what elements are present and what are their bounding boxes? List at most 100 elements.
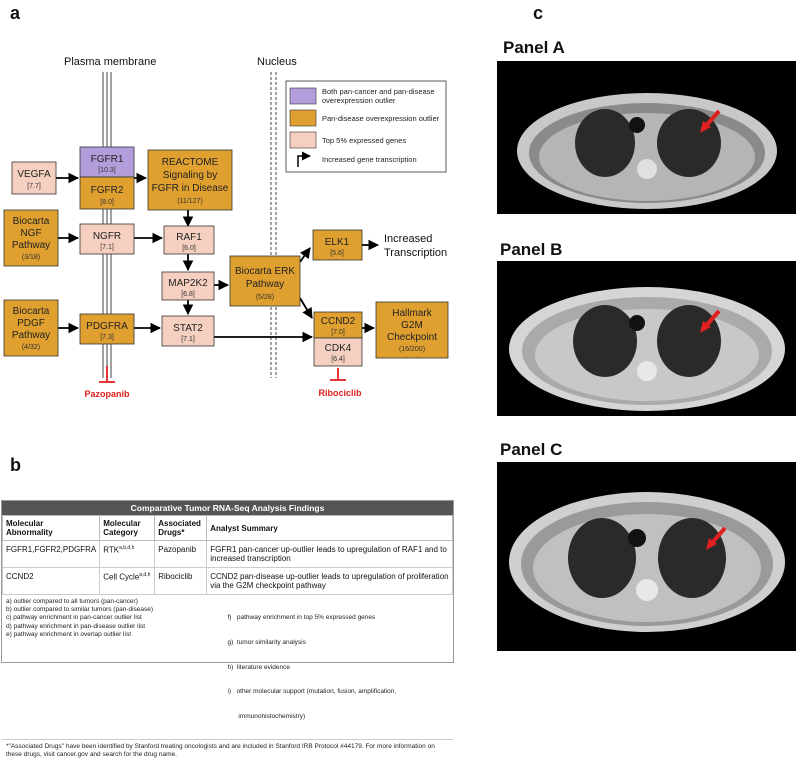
footnote-c: c) pathway enrichment in pan-cancer outl… xyxy=(6,614,142,622)
node-cdk4 xyxy=(313,337,363,367)
fgfr1-label: FGFR1 xyxy=(91,154,124,165)
legend-both-line1: Both pan-cancer and pan-disease xyxy=(322,87,435,96)
pdgf-line1: Biocarta xyxy=(13,306,50,317)
legend-top5: Top 5% expressed genes xyxy=(322,136,406,145)
plasma-membrane-label: Plasma membrane xyxy=(64,56,156,68)
associated-drugs-note: *"Associated Drugs" have been identified… xyxy=(2,739,453,762)
erk-line2: Pathway xyxy=(246,279,284,290)
hallmark-value: (16/200) xyxy=(399,346,425,353)
fgfr1-value: [10.3] xyxy=(98,167,116,174)
pazopanib-inhibitor-icon xyxy=(99,366,115,383)
footnote-g: g) tumor similarity analysis xyxy=(227,639,306,647)
ct-image-c xyxy=(497,462,796,651)
ngf-line2: NGF xyxy=(20,228,41,239)
pdgf-line2: PDGF xyxy=(17,318,45,329)
reactome-line3: FGFR in Disease xyxy=(152,183,229,194)
reactome-line2: Signaling by xyxy=(163,170,217,181)
reactome-value: (11/127) xyxy=(177,198,203,205)
ct-image-a xyxy=(497,61,796,214)
ccnd2-label: CCND2 xyxy=(321,316,356,327)
elk1-label: ELK1 xyxy=(325,237,350,248)
row1-summary: FGFR1 pan-cancer up-outlier leads to upr… xyxy=(206,540,453,568)
vegfa-value: [7.7] xyxy=(27,183,41,190)
increased-line1: Increased xyxy=(384,233,432,245)
nucleus-label: Nucleus xyxy=(257,56,297,68)
footnote-d: d) pathway enrichment in pan-disease out… xyxy=(6,622,146,630)
node-pdgf-pathway xyxy=(3,299,59,357)
pazopanib-label: Pazopanib xyxy=(84,389,130,399)
node-ngf-pathway xyxy=(3,209,59,267)
footnote-e: e) pathway enrichment in overlap outlier… xyxy=(6,630,132,638)
erk-value: (5/28) xyxy=(256,294,274,301)
row2-drug: Ribociclib xyxy=(154,567,208,595)
legend: Both pan-cancer and pan-disease overexpr… xyxy=(285,80,447,173)
legend-pan-disease: Pan-disease overexpression outlier xyxy=(322,114,440,123)
row1-abnormality: FGFR1,FGFR2,PDGFRA xyxy=(1,540,101,568)
footnote-a: a) outlier compared to all tumors (pan-c… xyxy=(6,598,138,605)
ct-title-c: Panel C xyxy=(500,440,563,459)
ngfr-label: NGFR xyxy=(93,231,121,242)
table-row: FGFR1,FGFR2,PDGFRA RTKa,b,d,h Pazopanib … xyxy=(1,540,453,568)
map2k2-label: MAP2K2 xyxy=(168,278,208,289)
node-pdgfra xyxy=(79,313,135,345)
ngf-value: (3/18) xyxy=(22,254,40,261)
raf1-label: RAF1 xyxy=(176,232,202,243)
row2-category: Cell Cyclea,d,h xyxy=(99,567,156,595)
map2k2-value: [6.8] xyxy=(181,291,195,298)
pdgf-line3: Pathway xyxy=(12,330,50,341)
node-hallmark xyxy=(375,301,449,359)
node-elk1 xyxy=(312,229,363,261)
legend-both-line2: overexpression outlier xyxy=(322,96,396,105)
hallmark-line1: Hallmark xyxy=(392,308,432,319)
ct-title-a: Panel A xyxy=(503,38,565,57)
reactome-line1: REACTOME xyxy=(162,157,219,168)
findings-table: Comparative Tumor RNA-Seq Analysis Findi… xyxy=(1,500,454,758)
footnote-b: b) outlier compared to similar tumors (p… xyxy=(6,606,154,614)
footnote-f: f) pathway enrichment in top 5% expresse… xyxy=(227,614,376,622)
ct-image-b xyxy=(497,261,796,416)
ngfr-value: [7.1] xyxy=(100,244,114,251)
pdgf-value: (4/32) xyxy=(22,344,40,351)
node-stat2 xyxy=(161,315,215,347)
hallmark-line3: Checkpoint xyxy=(387,332,437,343)
ccnd2-value: [7.0] xyxy=(331,329,345,336)
footnotes: a) outlier compared to all tumors (pan-c… xyxy=(2,595,453,737)
panel-letter-c: c xyxy=(533,3,544,23)
node-raf1 xyxy=(163,225,215,255)
pdgfra-value: [7.3] xyxy=(100,334,114,341)
table-row: CCND2 Cell Cyclea,d,h Ribociclib CCND2 p… xyxy=(1,567,453,595)
row1-drug: Pazopanib xyxy=(154,540,208,568)
node-ngfr xyxy=(79,223,135,255)
table-title: Comparative Tumor RNA-Seq Analysis Findi… xyxy=(2,501,453,515)
header-summary: Analyst Summary xyxy=(206,515,453,541)
panel-letter-a: a xyxy=(10,3,21,23)
row2-abnormality: CCND2 xyxy=(1,567,101,595)
row1-category: RTKa,b,d,h xyxy=(99,540,156,568)
node-erk-pathway xyxy=(229,255,301,307)
node-map2k2 xyxy=(161,271,215,301)
ribociclib-label: Ribociclib xyxy=(318,388,362,398)
increased-line2: Transcription xyxy=(384,247,447,259)
panel-letter-b: b xyxy=(10,455,21,475)
node-fgfr2 xyxy=(79,176,135,210)
row2-summary: CCND2 pan-disease up-outlier leads to up… xyxy=(206,567,453,595)
ngf-line1: Biocarta xyxy=(13,216,50,227)
raf1-value: [6.0] xyxy=(182,245,196,252)
ct-title-b: Panel B xyxy=(500,240,563,259)
erk-line1: Biocarta ERK xyxy=(235,266,295,277)
elk1-value: [5.6] xyxy=(330,250,344,257)
node-fgfr1 xyxy=(79,146,135,178)
stat2-label: STAT2 xyxy=(173,323,203,334)
cdk4-value: [6.4] xyxy=(331,356,345,363)
node-vegfa xyxy=(11,161,57,195)
fgfr2-value: [8.0] xyxy=(100,199,114,206)
ngf-line3: Pathway xyxy=(12,240,50,251)
cdk4-label: CDK4 xyxy=(325,343,352,354)
increased-transcription-icon xyxy=(297,151,311,167)
footnote-i-cont: immunohistochemistry) xyxy=(227,712,306,720)
pathway-diagram: Plasma membrane Nucleus Both pan-cancer … xyxy=(3,56,449,399)
